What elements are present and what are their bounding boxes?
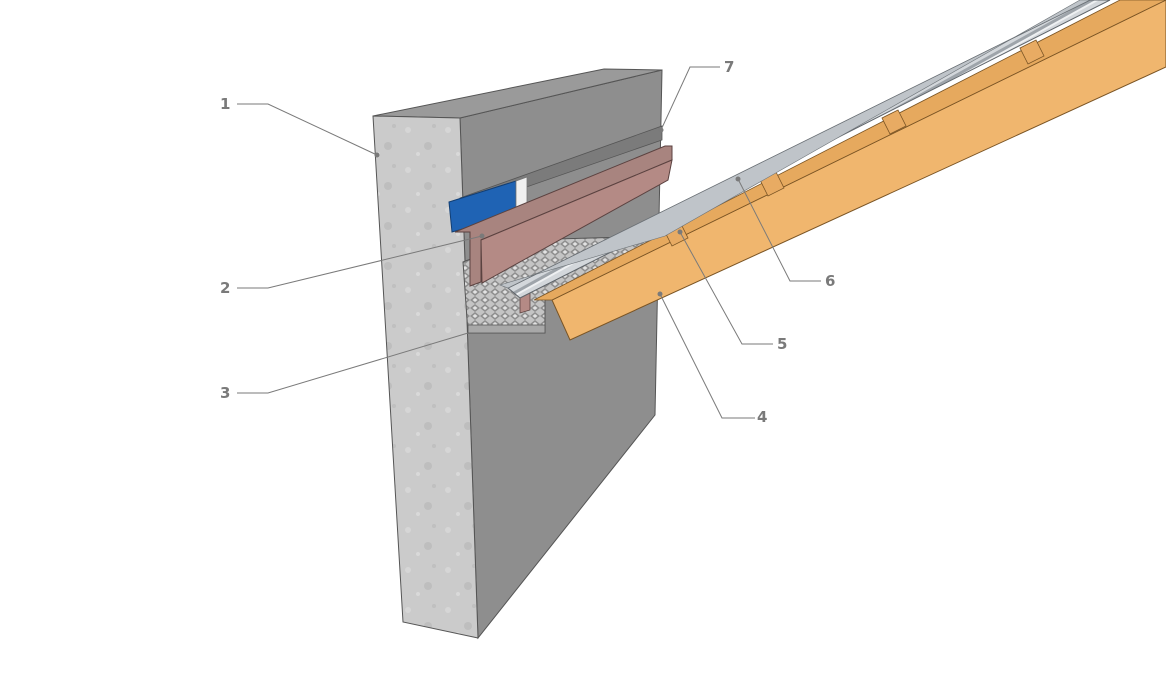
callout-label-7: 7 [724,58,734,76]
callout-label-2: 2 [220,279,230,297]
callout-label-1: 1 [220,95,230,113]
callout-label-6: 6 [825,272,835,290]
leader-lines [237,66,821,419]
flashing-face [480,159,673,284]
timber-batten-4 [1019,39,1045,65]
callout-label-5: 5 [777,335,787,353]
callout-label-3: 3 [220,384,230,402]
metal-sheet-underlay [499,0,1091,289]
timber-batten-3 [881,109,907,135]
timber-board-top [533,0,1166,301]
insulation-edge [467,324,546,334]
wall-side-face [459,69,663,640]
wall-front-face [372,115,479,639]
callout-label-4: 4 [757,408,767,426]
